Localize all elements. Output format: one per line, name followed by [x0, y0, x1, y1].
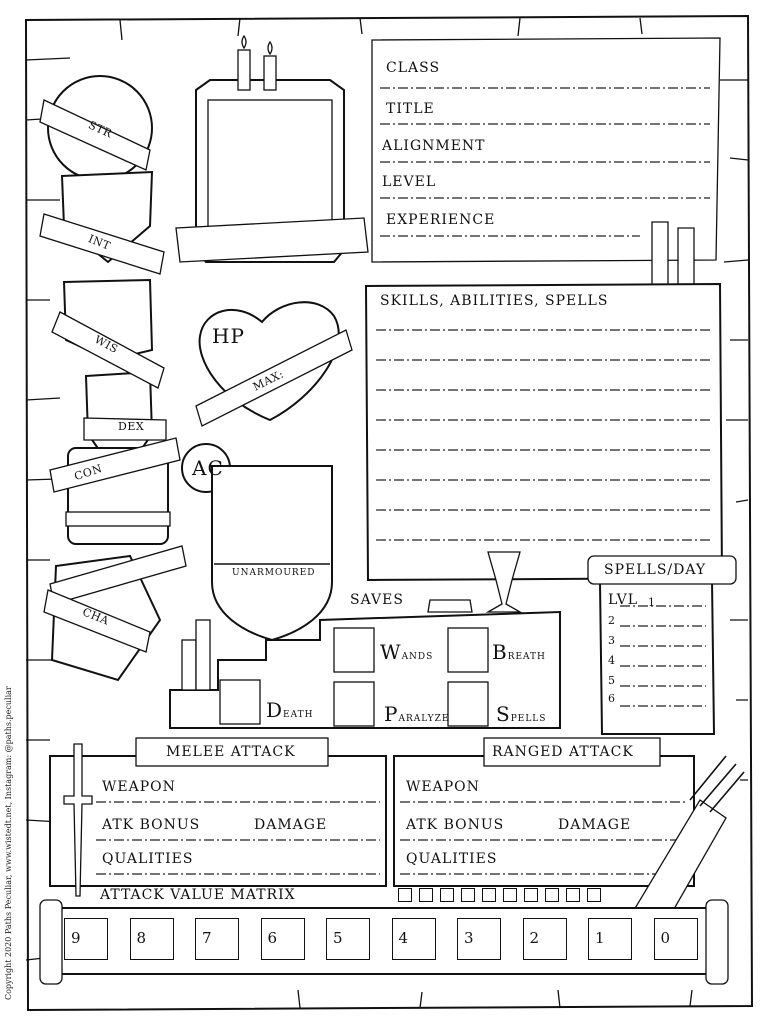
matrix-cell[interactable]: 6 — [260, 918, 305, 960]
spell-level-2: 2 — [608, 614, 616, 627]
matrix-checkbox[interactable] — [545, 888, 559, 902]
level-label: LEVEL — [382, 174, 437, 190]
matrix-cell-value: 8 — [136, 929, 147, 947]
spell-level-4: 4 — [608, 654, 616, 667]
skills-panel — [364, 282, 724, 582]
matrix-cell-value: 5 — [333, 929, 343, 947]
ability-column — [39, 75, 187, 682]
matrix-checkbox[interactable] — [524, 888, 538, 902]
ac-shield — [211, 465, 333, 642]
sword — [63, 743, 93, 897]
spell-level-3: 3 — [608, 634, 616, 647]
melee-damage-label: DAMAGE — [254, 817, 328, 833]
matrix-cell[interactable]: 0 — [653, 918, 698, 960]
matrix-cell-value: 9 — [71, 929, 81, 947]
identity-panel — [371, 37, 721, 263]
matrix-checkbox-row — [398, 888, 608, 904]
matrix-cell-value: 2 — [529, 929, 540, 947]
melee-title: MELEE ATTACK — [166, 744, 296, 760]
matrix-cell[interactable]: 7 — [195, 918, 239, 960]
skills-label: SKILLS, ABILITIES, SPELLS — [380, 293, 609, 309]
matrix-checkbox[interactable] — [503, 888, 517, 902]
spells-lvl-label: LVL — [608, 592, 639, 608]
ranged-damage-label: DAMAGE — [558, 817, 632, 833]
matrix-cell[interactable]: 5 — [326, 918, 370, 960]
matrix-cell-value: 4 — [398, 929, 409, 947]
melee-weapon-label: WEAPON — [102, 779, 176, 795]
matrix-checkbox[interactable] — [419, 888, 433, 902]
matrix-cell-value: 7 — [202, 929, 212, 947]
melee-atk-bonus-label: ATK BONUS — [102, 817, 201, 833]
ability-dex-label: DEX — [118, 420, 145, 433]
matrix-checkbox[interactable] — [461, 888, 475, 902]
save-spells-label: SPELLS — [496, 702, 547, 726]
copyright-text: Copyright 2020 Paths Peculiar, www.wiste… — [4, 686, 13, 1000]
save-wands-label: WANDS — [380, 640, 434, 664]
matrix-cell[interactable]: 1 — [588, 918, 632, 960]
matrix-cell[interactable]: 3 — [457, 918, 501, 960]
matrix-cell-value: 0 — [660, 929, 671, 947]
matrix-cell-value: 6 — [267, 929, 278, 947]
ranged-title: RANGED ATTACK — [492, 744, 634, 760]
save-death-label: DEATH — [266, 698, 314, 722]
melee-panel — [49, 755, 387, 887]
class-label: CLASS — [386, 60, 441, 76]
melee-qualities-label: QUALITIES — [102, 851, 194, 867]
matrix-checkbox[interactable] — [482, 888, 496, 902]
spell-level-1: 1 — [648, 596, 656, 609]
matrix-checkbox[interactable] — [398, 888, 412, 902]
matrix-title: ATTACK VALUE MATRIX — [100, 887, 296, 903]
matrix-cell-value: 3 — [464, 929, 474, 947]
alignment-label: ALIGNMENT — [382, 138, 486, 154]
spell-level-6: 6 — [608, 692, 616, 705]
saves-title: SAVES — [350, 592, 404, 608]
matrix-checkbox[interactable] — [587, 888, 601, 902]
title-label: TITLE — [386, 101, 435, 117]
ac-label: AC — [192, 456, 224, 480]
ranged-qualities-label: QUALITIES — [406, 851, 498, 867]
ranged-weapon-label: WEAPON — [406, 779, 480, 795]
matrix-checkbox[interactable] — [440, 888, 454, 902]
matrix-cell[interactable]: 8 — [129, 918, 174, 960]
matrix-cell[interactable]: 4 — [391, 918, 436, 960]
save-paralyze-label: PARALYZE — [384, 702, 450, 726]
spell-level-5: 5 — [608, 674, 616, 687]
matrix-checkbox[interactable] — [566, 888, 580, 902]
hp-label: HP — [212, 324, 245, 348]
matrix-cell[interactable]: 9 — [64, 918, 108, 960]
spells-per-day-title: SPELLS/DAY — [604, 562, 707, 578]
unarmoured-label: UNARMOURED — [232, 568, 316, 578]
matrix-cell-value: 1 — [595, 929, 605, 947]
experience-label: EXPERIENCE — [386, 212, 496, 228]
matrix-cell[interactable]: 2 — [522, 918, 567, 960]
ranged-atk-bonus-label: ATK BONUS — [406, 817, 505, 833]
save-breath-label: BREATH — [492, 640, 546, 664]
attack-value-matrix: 9 8 7 6 5 4 3 2 1 0 — [64, 914, 704, 966]
